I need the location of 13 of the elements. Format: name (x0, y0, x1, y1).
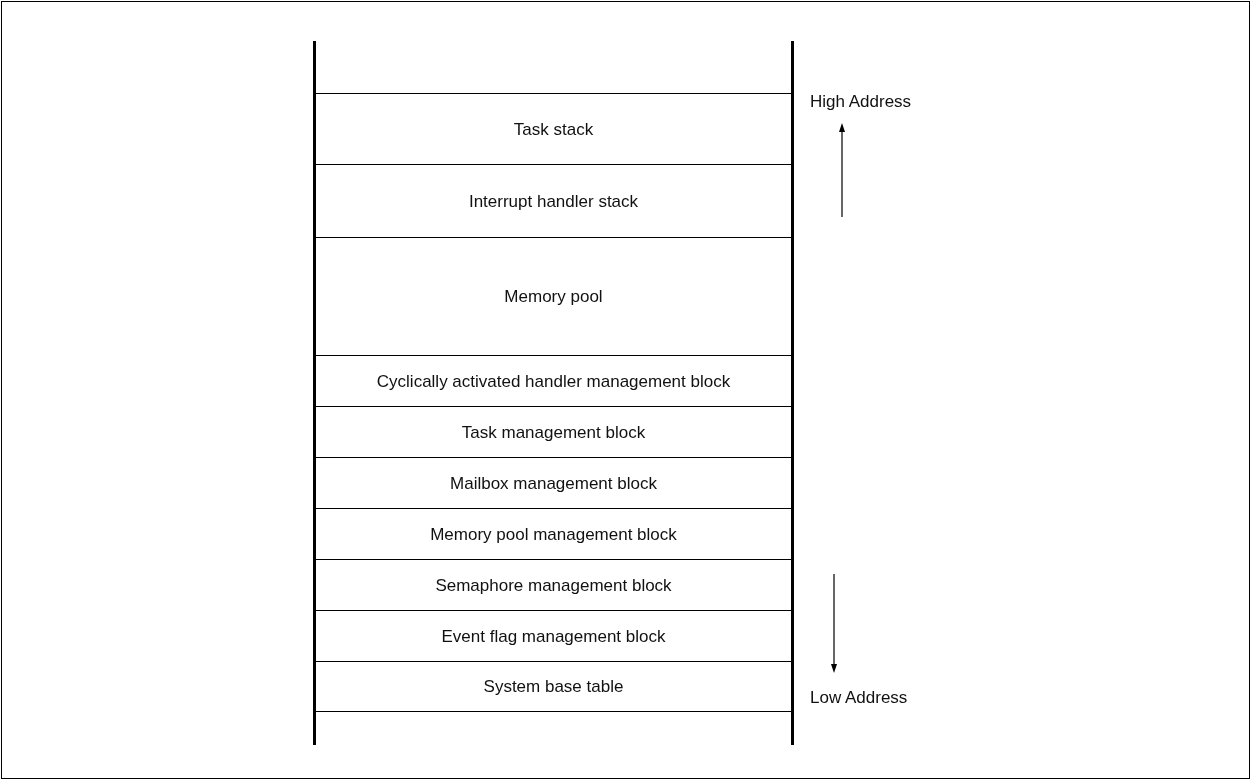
region-label: Event flag management block (441, 626, 666, 647)
region-label: Mailbox management block (450, 473, 657, 494)
region-label: Memory pool (504, 287, 603, 307)
address-label: High Address (810, 92, 912, 112)
address-label: Low Address (810, 688, 908, 708)
region-label: Task management block (461, 422, 646, 443)
region-label: Interrupt handler stack (468, 191, 639, 212)
region-label: System base table (483, 676, 624, 697)
region-label: Semaphore management block (435, 575, 672, 596)
region-label: Task stack (513, 119, 594, 140)
region-label: Memory pool management block (430, 524, 677, 545)
memory-region (316, 661, 791, 712)
region-label: Cyclically activated handler management block (376, 371, 731, 392)
